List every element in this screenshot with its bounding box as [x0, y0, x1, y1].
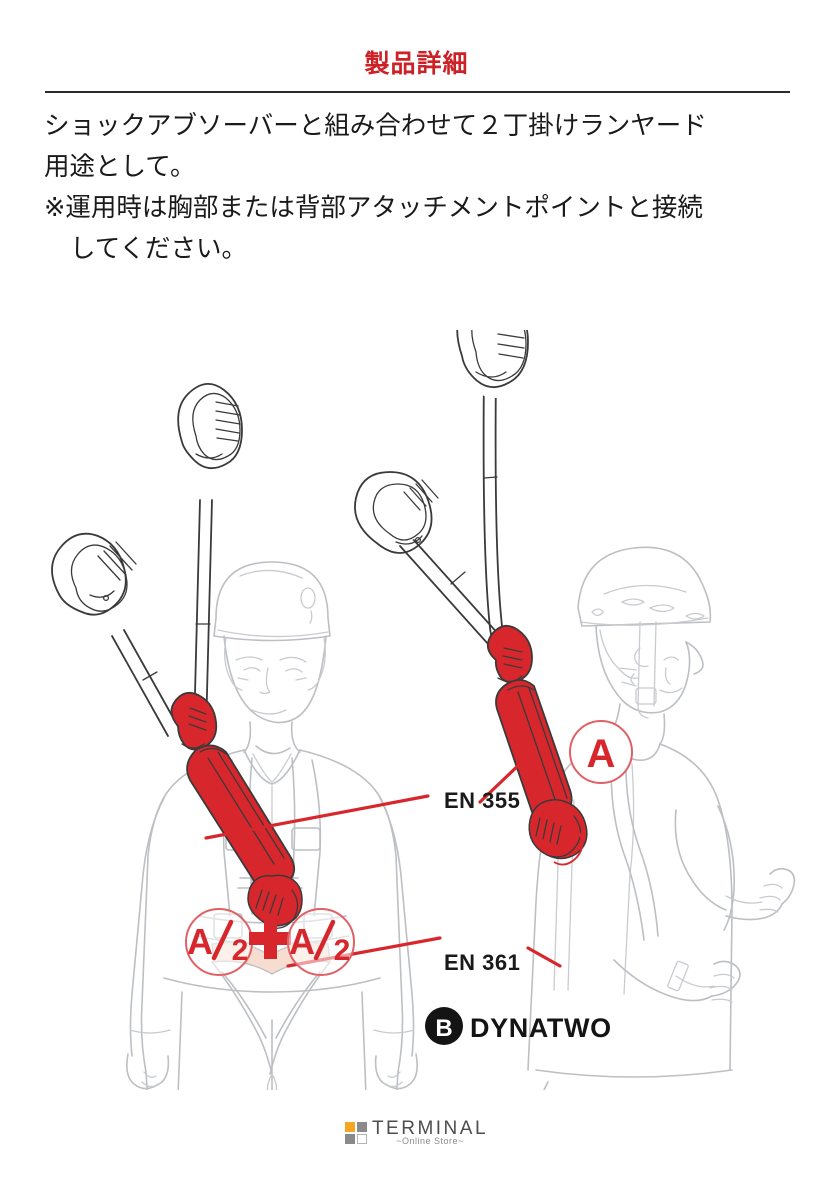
plus-sign: [249, 917, 291, 959]
terminal-logo-icon: [344, 1121, 367, 1144]
logo-square-1: [344, 1121, 355, 1132]
shock-absorber-left: [170, 691, 303, 929]
description-line-2: 用途として。: [44, 153, 196, 181]
footer-brand-name: TERMINAL: [371, 1117, 489, 1139]
logo-square-3: [344, 1133, 355, 1144]
svg-text:2: 2: [232, 934, 249, 967]
svg-text:B: B: [435, 1015, 452, 1042]
site-footer-logo[interactable]: TERMINAL ~Online Store~: [0, 1108, 833, 1156]
badge-a: A: [569, 720, 633, 784]
page-title: 製品詳細: [364, 50, 469, 78]
shock-absorber-right: [486, 624, 588, 866]
description-line-3: ※運用時は胸部または背部アタッチメントポイントと接続: [44, 194, 703, 222]
product-illustration: .ln { fill:none; stroke:#bcbfc3; stroke-…: [0, 330, 833, 1090]
title-divider: [45, 91, 790, 93]
svg-text:DYNATWO: DYNATWO: [470, 1013, 612, 1043]
svg-text:A: A: [587, 732, 616, 776]
carabiner-right-diagonal: [354, 471, 439, 554]
badge-a-half-right: A 2: [287, 908, 355, 976]
carabiner-left-rope-top: [177, 382, 243, 470]
product-description: ショックアブソーバーと組み合わせて２丁掛けランヤード 用途として。 ※運用時は胸…: [44, 106, 804, 270]
label-en355: EN 355: [444, 788, 520, 813]
svg-text:A: A: [289, 921, 315, 962]
description-line-1: ショックアブソーバーと組み合わせて２丁掛けランヤード: [44, 112, 707, 140]
dynatwo-mark: B DYNATWO: [425, 1007, 612, 1045]
description-line-4: してください。: [70, 235, 247, 263]
svg-text:A: A: [187, 921, 213, 962]
label-en361: EN 361: [444, 950, 520, 975]
logo-square-2: [356, 1121, 367, 1132]
footer-tagline: ~Online Store~: [396, 1135, 464, 1146]
logo-square-4: [356, 1133, 367, 1144]
carabiner-right-top: [456, 330, 529, 399]
carabiner-left-upper: [51, 527, 137, 616]
svg-text:2: 2: [334, 934, 351, 967]
badge-a-half-left: A 2: [185, 908, 253, 976]
